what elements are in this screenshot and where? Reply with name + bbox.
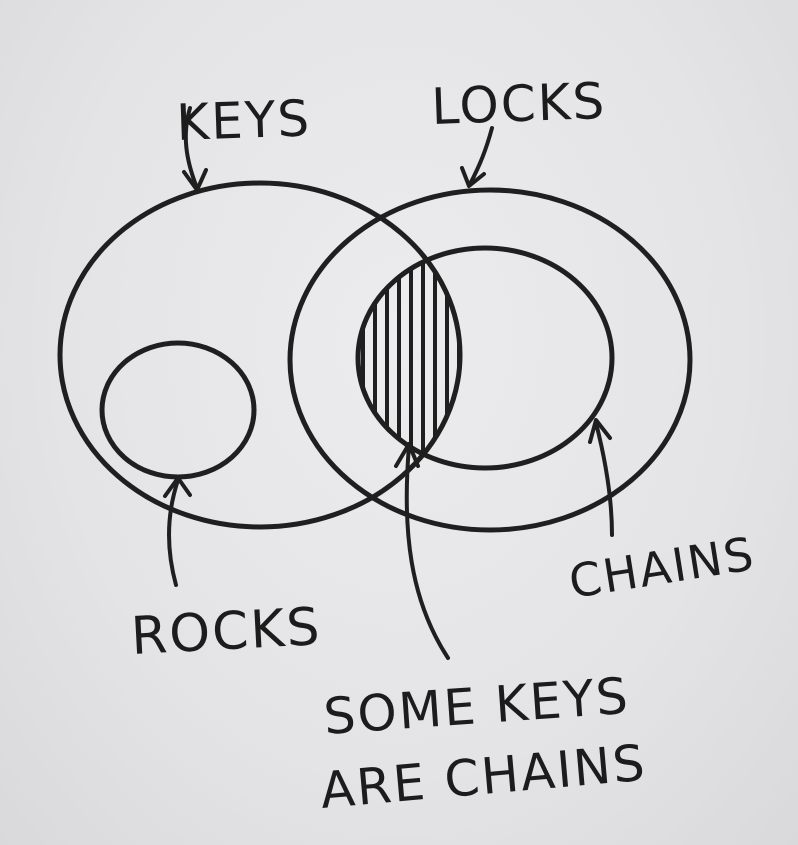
keys-chains-overlap-shading	[358, 248, 460, 468]
some-keys-label-line2: ARE CHAINS	[318, 734, 649, 820]
locks-circle	[287, 187, 693, 533]
keys-arrow	[182, 106, 208, 192]
overlap-arrow	[394, 442, 450, 660]
some-keys-label-line1: SOME KEYS	[322, 667, 632, 746]
rocks-circle	[99, 340, 257, 480]
chains-arrow	[588, 418, 614, 537]
chains-label: CHAINS	[565, 526, 759, 609]
locks-arrow	[460, 126, 494, 188]
rocks-label: ROCKS	[130, 597, 323, 667]
locks-label: LOCKS	[430, 72, 607, 136]
keys-circle	[57, 180, 463, 530]
chains-circle	[355, 245, 615, 471]
rocks-arrow	[163, 476, 192, 587]
keys-label: KEYS	[175, 89, 312, 152]
